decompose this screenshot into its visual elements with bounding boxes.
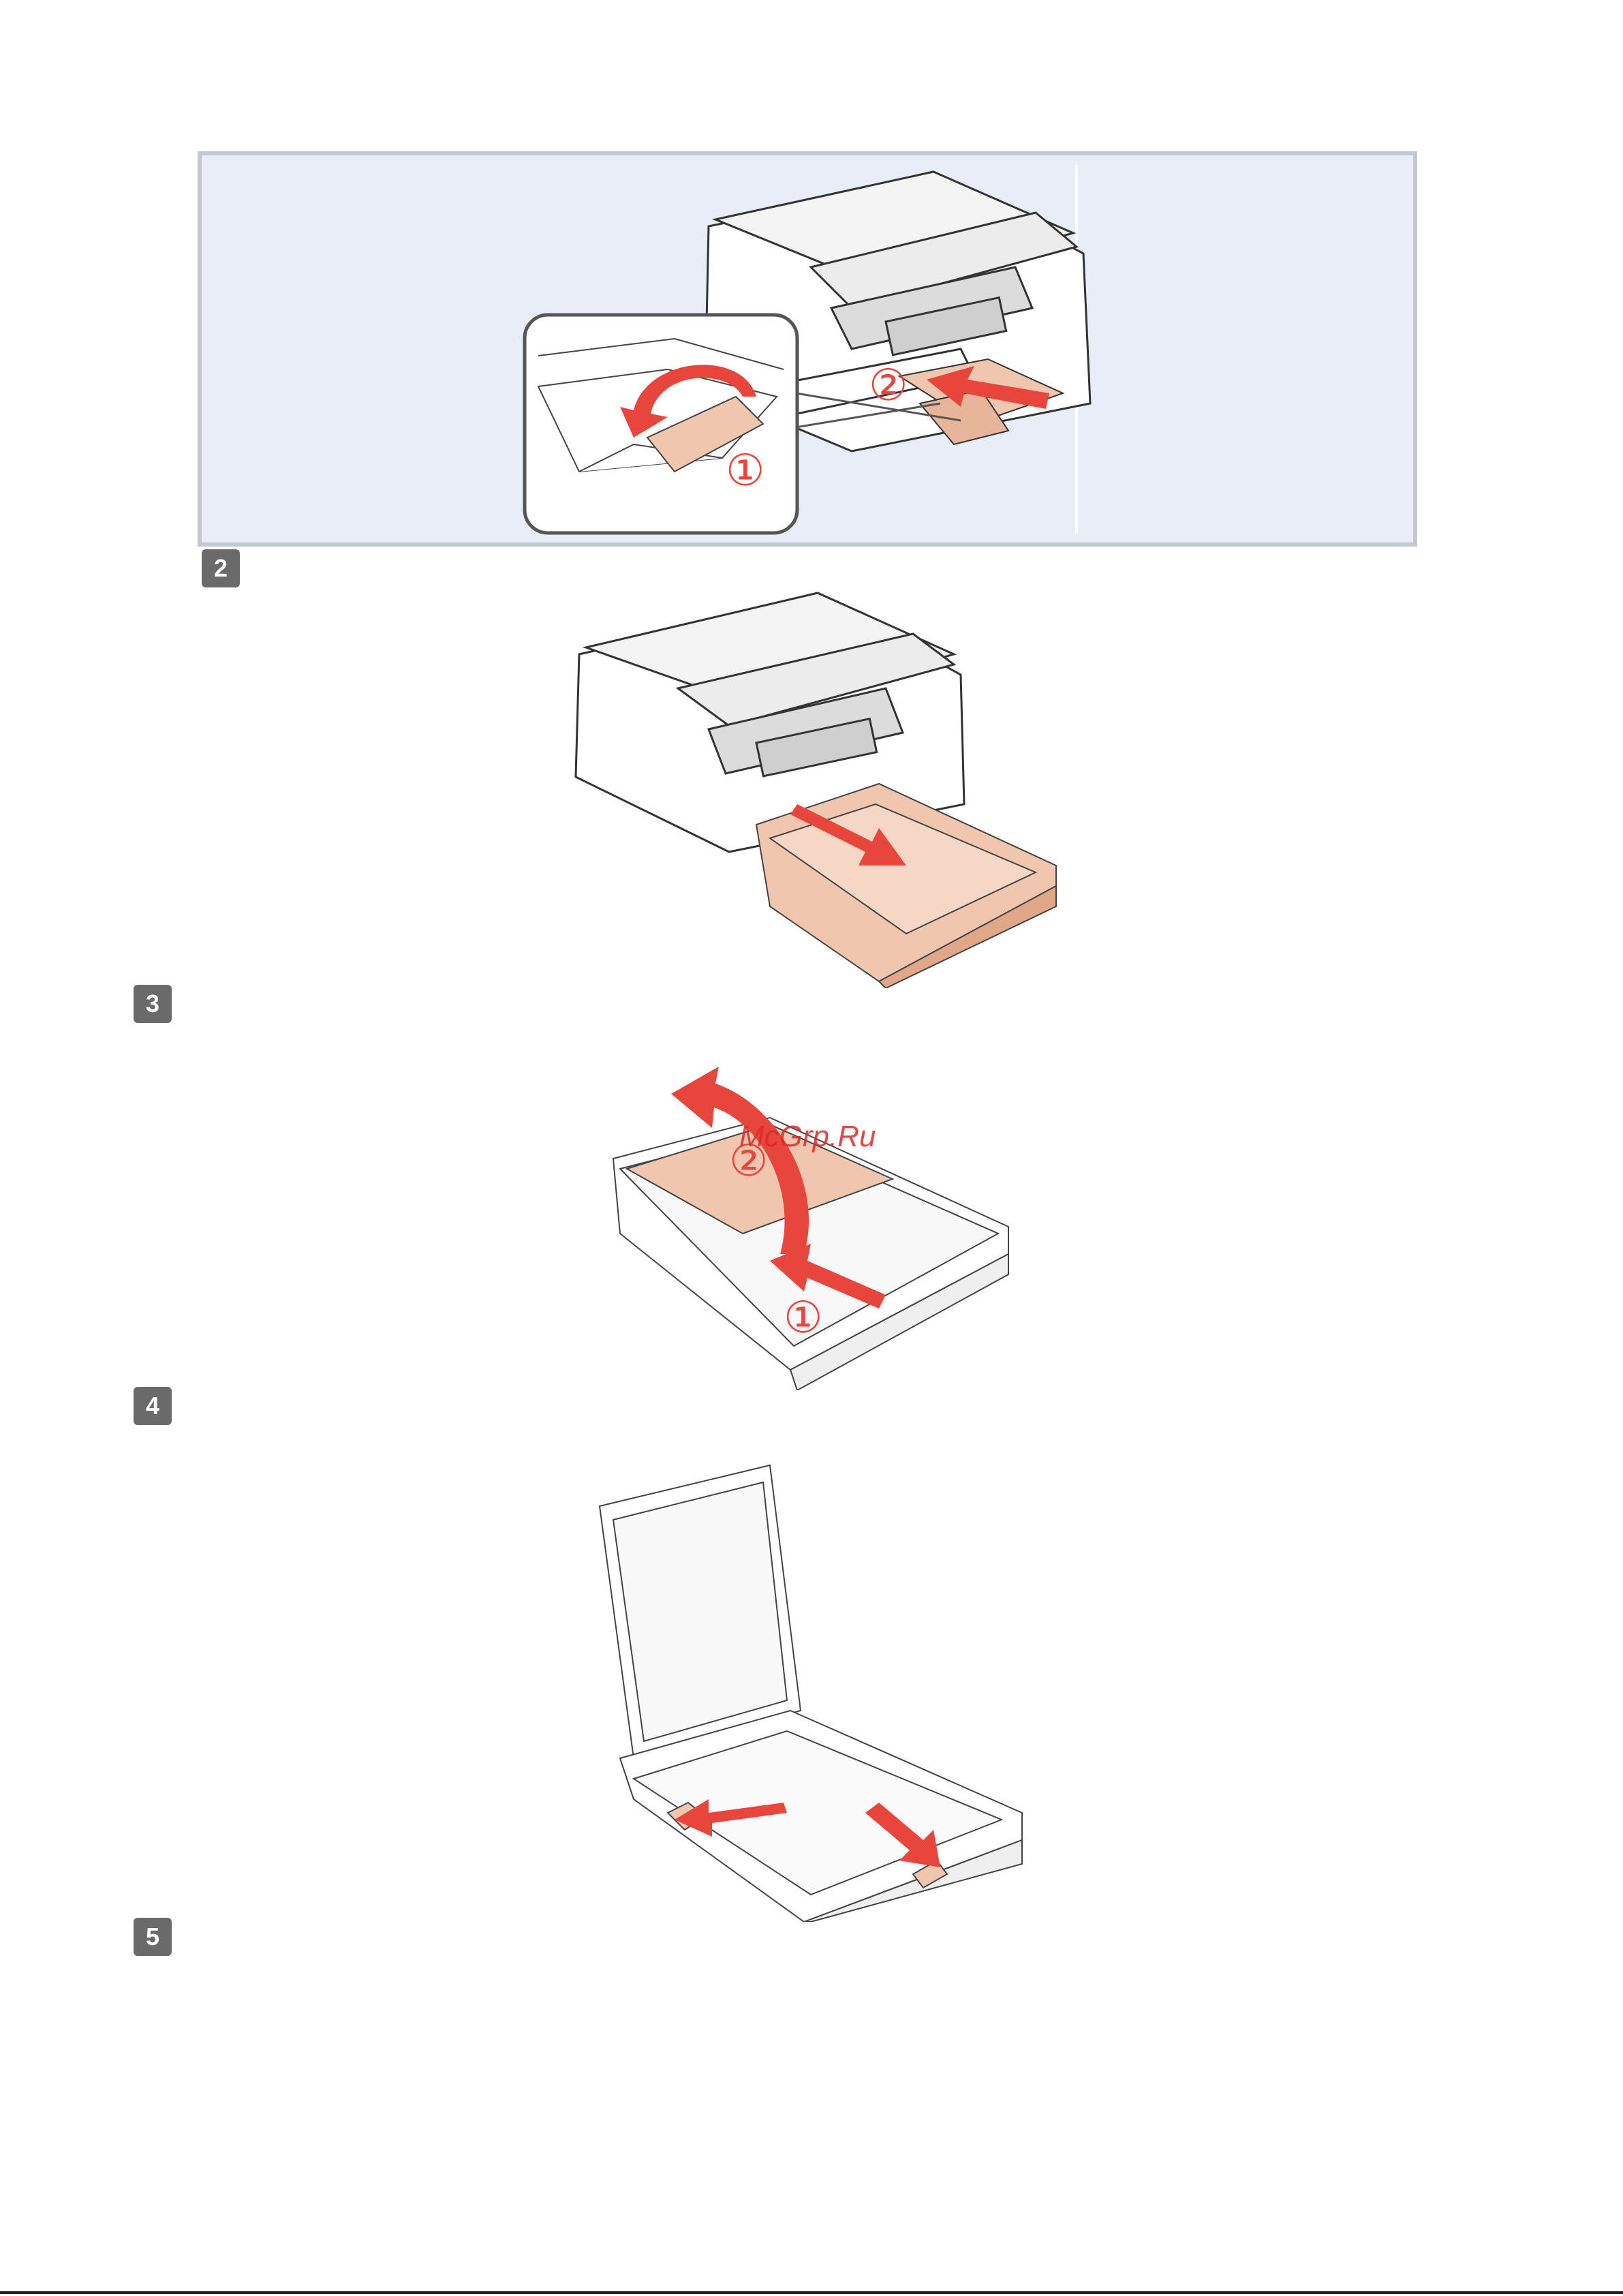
figure-open-cassette-cover: ① ② bbox=[600, 1056, 1022, 1390]
watermark: McGrp.Ru bbox=[739, 1120, 876, 1154]
cover-callout-1: ① bbox=[784, 1293, 822, 1343]
figure-pull-out-cassette bbox=[566, 579, 1070, 988]
figure-extend-output-tray: ① ② bbox=[198, 151, 1417, 547]
inset-callout-1: ① bbox=[726, 446, 764, 496]
step-badge-4: 4 bbox=[134, 1387, 172, 1425]
figure-slide-edge-guides bbox=[593, 1458, 1029, 1922]
step-badge-3: 3 bbox=[134, 985, 172, 1023]
step-badge-5: 5 bbox=[134, 1918, 172, 1956]
tray-callout-2: ② bbox=[869, 361, 908, 411]
page-footer-rule bbox=[0, 2291, 1623, 2294]
step-badge-2: 2 bbox=[202, 549, 240, 587]
